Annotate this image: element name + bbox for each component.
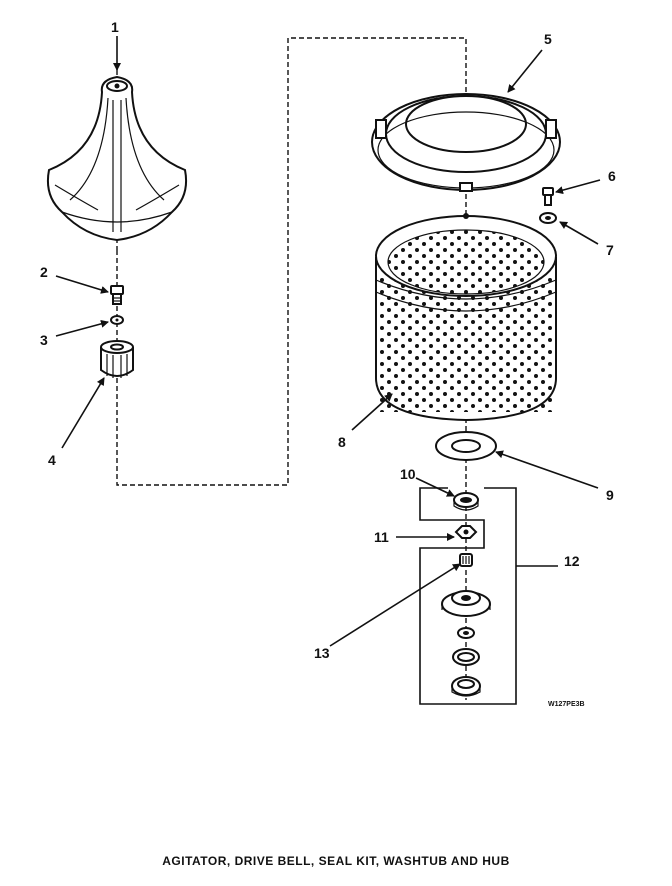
hub-gasket-part	[435, 431, 497, 461]
tub-ring-part	[371, 93, 561, 192]
callout-9: 9	[606, 487, 614, 503]
hub-washer-part	[457, 627, 475, 639]
callout-8: 8	[338, 434, 346, 450]
leader-6	[555, 179, 601, 195]
callout-3: 3	[40, 332, 48, 348]
diagram-code: W127PE3B	[548, 701, 585, 708]
callout-5: 5	[544, 31, 552, 47]
callout-13: 13	[314, 645, 330, 661]
hub-bearing-part	[451, 676, 481, 697]
callout-6: 6	[608, 168, 616, 184]
hub-o-ring-part	[452, 648, 480, 666]
leader-5	[507, 49, 543, 93]
diagram-caption: AGITATOR, DRIVE BELL, SEAL KIT, WASHTUB …	[162, 854, 510, 868]
callout-1: 1	[111, 19, 119, 35]
agitator-part	[46, 75, 188, 242]
nut-part	[454, 525, 478, 539]
agitator-cam-part	[100, 340, 134, 378]
washer-part	[110, 315, 124, 325]
leader-13	[329, 563, 461, 647]
leader-9	[495, 450, 599, 489]
drive-bell-dashed-route	[116, 37, 467, 486]
callout-10: 10	[400, 466, 416, 482]
bolt-part	[110, 285, 124, 305]
callout-11: 11	[374, 529, 389, 545]
leader-2	[55, 275, 109, 294]
seal-part	[453, 492, 479, 511]
leader-3	[55, 319, 109, 337]
seal-washer-part	[539, 212, 557, 224]
hub-part	[441, 590, 491, 617]
screw-part	[542, 187, 554, 206]
seal-kit-bracket	[419, 487, 517, 705]
leader-8	[351, 393, 393, 431]
callout-7: 7	[606, 242, 614, 258]
callout-2: 2	[40, 264, 48, 280]
spline-part	[459, 553, 473, 567]
washtub-part	[375, 213, 557, 422]
callout-4: 4	[48, 452, 56, 468]
callout-12: 12	[564, 553, 580, 569]
leader-10	[415, 477, 455, 497]
leader-7	[559, 221, 599, 245]
leader-4	[61, 377, 105, 449]
